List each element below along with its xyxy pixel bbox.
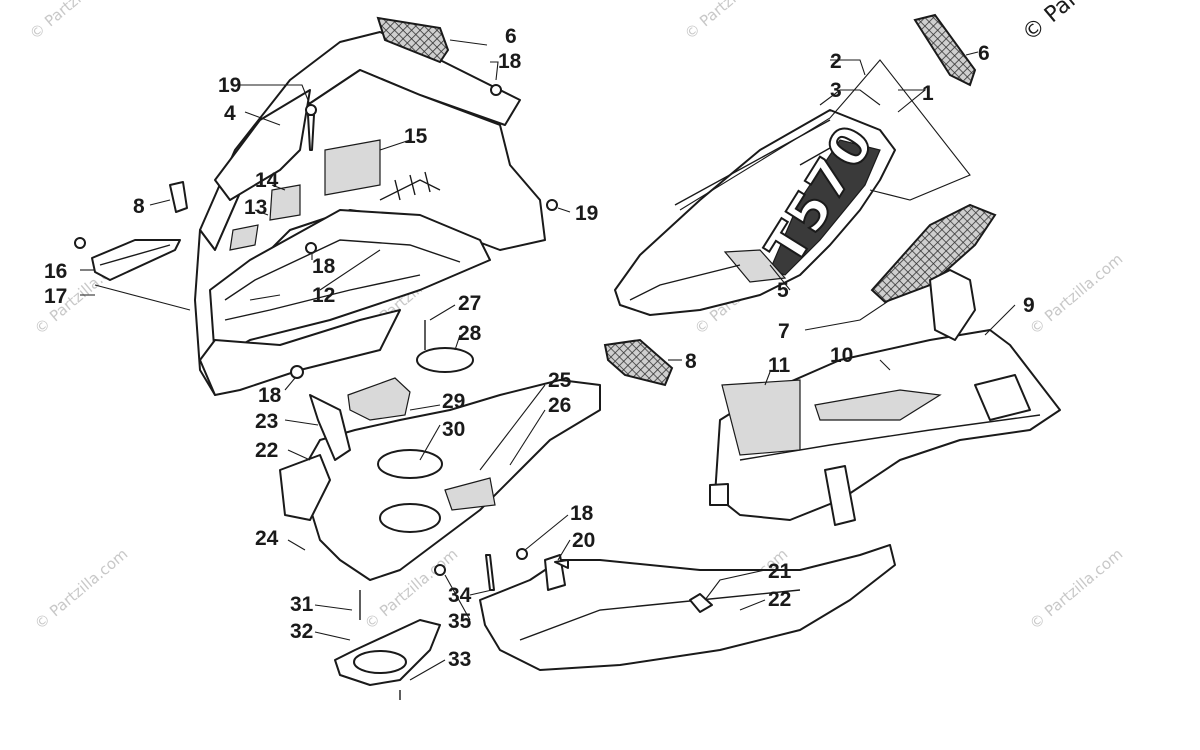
callout-18-c: 18: [258, 384, 282, 407]
upper-hood-panel: T570: [614, 13, 997, 316]
watermark-text: © Partzilla.com: [31, 545, 131, 633]
callout-1: 1: [922, 82, 934, 105]
callout-18-d: 18: [570, 502, 594, 525]
callout-8-left: 8: [133, 195, 145, 218]
callout-25: 25: [548, 369, 572, 392]
callout-20: 20: [572, 529, 595, 552]
callout-28: 28: [458, 322, 482, 345]
watermark-text: © Partzilla.com: [1026, 250, 1126, 338]
leader-lines: [80, 39, 1016, 681]
callout-2: 2: [830, 50, 842, 73]
callout-18-a: 18: [498, 50, 522, 73]
callout-27: 27: [458, 292, 481, 315]
callout-19-right: 19: [575, 202, 598, 225]
watermark-text: © Partzilla.com: [681, 0, 781, 43]
callout-7: 7: [778, 320, 790, 343]
copyright-text: © Par: [1018, 0, 1084, 47]
callout-30: 30: [442, 418, 465, 441]
callout-5: 5: [777, 279, 789, 302]
callout-11: 11: [768, 354, 791, 377]
watermark-text: © Partzilla.com: [26, 0, 126, 43]
callout-29: 29: [442, 390, 465, 413]
callout-8-right: 8: [685, 350, 697, 373]
belly-pan-assembly: [279, 320, 896, 700]
callout-13: 13: [244, 196, 267, 219]
callout-4: 4: [224, 102, 236, 125]
callout-21: 21: [768, 560, 792, 583]
callout-15: 15: [404, 125, 428, 148]
callout-12: 12: [312, 284, 335, 307]
left-hood-assembly: [74, 16, 558, 396]
callout-32: 32: [290, 620, 313, 643]
callout-9: 9: [1023, 294, 1035, 317]
watermark-text: © Partzilla.com: [1026, 545, 1126, 633]
callout-18-b: 18: [312, 255, 336, 278]
callout-35: 35: [448, 610, 472, 633]
callout-26: 26: [548, 394, 571, 417]
callout-22-left: 22: [255, 439, 278, 462]
callout-labels: 1 2 3 4 5 6 6 7 8 8 9 10 11 12 13 14 15 …: [44, 25, 1035, 671]
callout-34: 34: [448, 584, 472, 607]
side-panel: [603, 269, 1061, 526]
callout-6-right: 6: [978, 42, 990, 65]
callout-14: 14: [255, 169, 279, 192]
callout-17: 17: [44, 285, 67, 308]
callout-23: 23: [255, 410, 278, 433]
callout-10: 10: [830, 344, 853, 367]
callout-16: 16: [44, 260, 67, 283]
callout-19-left: 19: [218, 74, 241, 97]
callout-31: 31: [290, 593, 314, 616]
callout-3: 3: [830, 79, 842, 102]
callout-6-left: 6: [505, 25, 517, 48]
callout-33: 33: [448, 648, 471, 671]
callout-24: 24: [255, 527, 279, 550]
callout-22-right: 22: [768, 588, 791, 611]
